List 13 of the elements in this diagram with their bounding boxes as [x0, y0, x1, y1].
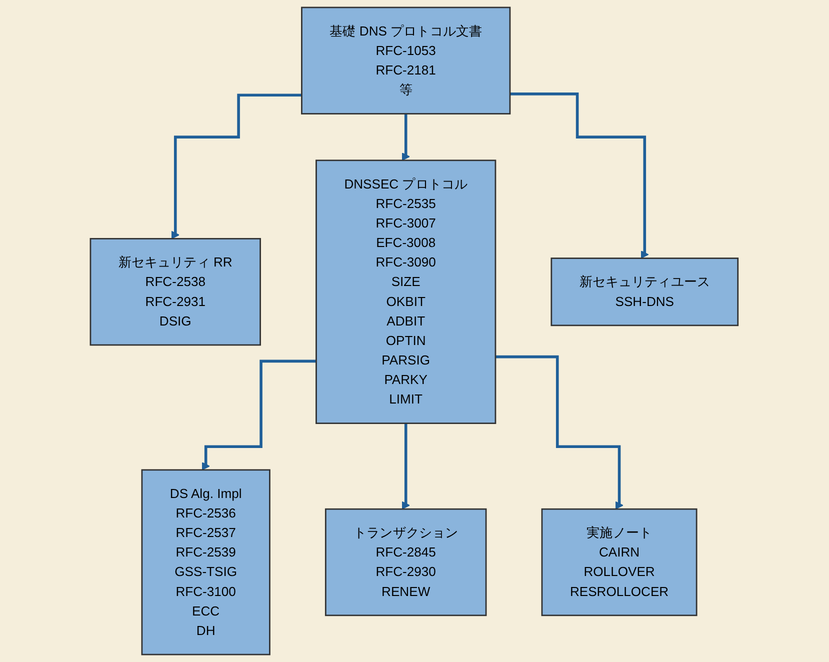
node-box: トランザクション RFC-2845 RFC-2930 RENEW [325, 508, 488, 616]
node-box: DS Alg. Impl RFC-2536 RFC-2537 RFC-2539 GSS-TSIG RFC-3100 ECC DH [142, 469, 271, 656]
node-box: 基礎 DNS プロトコル文書 RFC-1053 RFC-2181 等 [301, 6, 511, 114]
node-box: DNSSEC プロトコル RFC-2535 RFC-3007 EFC-3008 RFC-3090 SIZE OKBIT ADBIT OPTIN PARSIG PARKY LIMIT [316, 160, 496, 424]
arrow [202, 360, 317, 470]
node-box: 実施ノート CAIRN ROLLOVER RESROLLOCER [542, 508, 698, 616]
arrow [402, 112, 410, 161]
arrow [402, 422, 410, 510]
arrow [510, 92, 650, 259]
node-box: 新セキュリティ RR RFC-2538 RFC-2931 DSIG [90, 238, 262, 346]
arrow [172, 94, 302, 240]
arrow [496, 355, 624, 510]
node-box: 新セキュリティユース SSH-DNS [551, 258, 739, 326]
